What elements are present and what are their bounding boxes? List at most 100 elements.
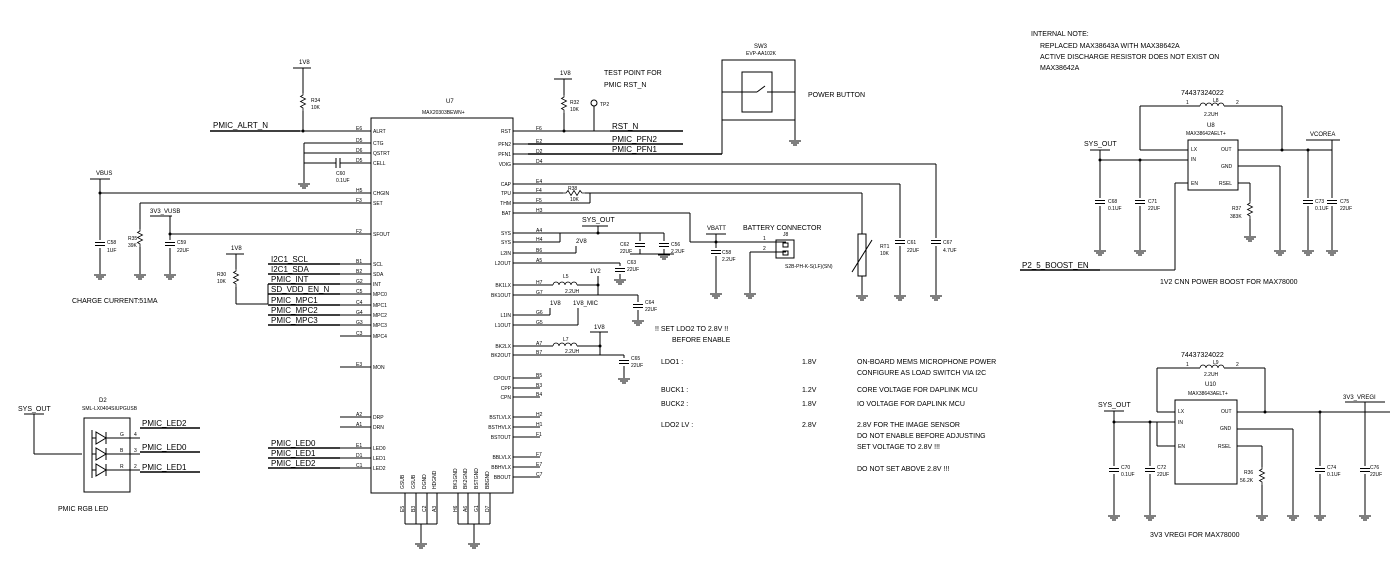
svg-text:2: 2 xyxy=(763,246,766,252)
sw3-part: EVP-AA102K xyxy=(746,51,777,57)
rail-description: 2.8V FOR THE IMAGE SENSOR xyxy=(857,422,960,429)
rail-description: SET VOLTAGE TO 2.8V !!! xyxy=(857,444,940,451)
pmic-pin-name: L2OUT xyxy=(495,261,511,267)
pmic-pin-number: E1 xyxy=(356,443,362,449)
r34-ref: R34 xyxy=(311,98,320,104)
rt1-ref: RT1 xyxy=(880,244,890,250)
rail-name: BUCK2 : xyxy=(661,401,688,408)
c61-value: 22UF xyxy=(907,248,919,254)
l7-value: 2.2UH xyxy=(565,349,580,355)
c58b-ref: C58 xyxy=(722,250,731,256)
pmic-pin-number: G1 xyxy=(474,505,480,512)
c68-ref: C68 xyxy=(1108,199,1117,205)
pmic-pin-name: BK1OUT xyxy=(491,293,511,299)
pmic-pin-name: MPC1 xyxy=(373,303,387,309)
pmic-pin-name: DRN xyxy=(373,425,384,431)
pmic-pin-name: LED0 xyxy=(373,446,386,452)
net-vbus: VBUS xyxy=(96,171,112,177)
svg-text:R: R xyxy=(120,464,124,470)
pmic-pin-number: H7 xyxy=(536,280,543,286)
pmic-pin-number: B5 xyxy=(536,373,542,379)
u8-pin-en: EN xyxy=(1191,181,1198,187)
pmic-pin-name: BAT xyxy=(502,211,511,217)
pmic-pin-name: QSTRT xyxy=(373,151,390,157)
u8-pin-out: OUT xyxy=(1221,147,1232,153)
pmic-pin-name: CAP xyxy=(501,182,512,188)
net-sys-out-pmic: SYS_OUT xyxy=(582,217,615,224)
pmic-pin-name: PFN1 xyxy=(498,152,511,158)
svg-text:4: 4 xyxy=(134,432,137,438)
pmic-pin-number: E6 xyxy=(356,126,362,132)
r34-value: 10K xyxy=(311,105,321,111)
svg-text:G: G xyxy=(120,432,124,438)
net-pmic-led1-right: PMIC_LED1 xyxy=(142,463,187,472)
pmic-pin-number: A5 xyxy=(536,258,542,264)
net-sys-out-led: SYS_OUT xyxy=(18,406,51,413)
pmic-pin-number: C5 xyxy=(356,289,363,295)
pmic-pin-name: INT xyxy=(373,282,381,288)
rail-voltage: 1.8V xyxy=(802,359,817,366)
pmic-pin-number: F1 xyxy=(536,432,542,438)
r35-ref: R35 xyxy=(128,236,137,242)
pmic-pin-name: SYS xyxy=(501,231,512,237)
pmic-pin-name: BBHVLX xyxy=(491,465,511,471)
r35-value: 39K xyxy=(128,243,138,249)
net-sys-out-u8: SYS_OUT xyxy=(1084,141,1117,148)
c65-ref: C65 xyxy=(631,356,640,362)
pmic-pin-name: SYS xyxy=(501,240,512,246)
battery-connector-label: BATTERY CONNECTOR xyxy=(743,225,821,232)
net-1v8-l1in: 1V8 xyxy=(550,301,561,307)
net-1v8-r34: 1V8 xyxy=(299,60,310,66)
pmic-pin-number: B1 xyxy=(356,259,362,265)
pmic-pin-number: A6 xyxy=(463,506,469,512)
j8-part: S2B-PH-K-S(LF)(SN) xyxy=(785,264,833,270)
c59-ref: C59 xyxy=(177,240,186,246)
pmic-pin-number: F3 xyxy=(356,198,362,204)
rail-voltage: 1.2V xyxy=(802,387,817,394)
c64-ref: C64 xyxy=(645,300,654,306)
pmic-pin-number: G3 xyxy=(356,320,363,326)
pmic-pin-number: A1 xyxy=(356,422,362,428)
pmic-pin-number: G6 xyxy=(536,310,543,316)
pmic-pin-name: MON xyxy=(373,365,385,371)
pmic-pin-number: H6 xyxy=(453,505,459,512)
u8-pin-lx: LX xyxy=(1191,147,1198,153)
pmic-pin-number: A3 xyxy=(432,506,438,512)
net-pmic-pfn1: PMIC_PFN1 xyxy=(612,145,657,154)
pmic-pin-name: TPU xyxy=(501,191,511,197)
pmic-pin-name: BSTOUT xyxy=(491,435,511,441)
c62-value: 22UF xyxy=(620,249,632,255)
net-1v8-buck2: 1V8 xyxy=(594,325,605,331)
pmic-pin-name: CPN xyxy=(500,395,511,401)
pmic-pin-number: H1 xyxy=(536,422,543,428)
u10-pin-lx: LX xyxy=(1178,409,1185,415)
u10-ref: U10 xyxy=(1205,382,1217,388)
c63-ref: C63 xyxy=(627,260,636,266)
net-i2c1-scl: I2C1_SCL xyxy=(271,255,308,264)
d2-part: SML-LX0404SIUPGUSB xyxy=(82,406,138,412)
c58-value: 1UF xyxy=(107,248,116,254)
rail-voltage: 1.8V xyxy=(802,401,817,408)
c74-value: 0.1UF xyxy=(1327,472,1341,478)
pmic-pin-number: B7 xyxy=(536,350,542,356)
rail-voltage: 2.8V xyxy=(802,422,817,429)
net-p2-5-boost-en: P2_5_BOOST_EN xyxy=(1022,261,1089,270)
net-pmic-led0-right: PMIC_LED0 xyxy=(142,443,187,452)
c76-ref: C76 xyxy=(1370,465,1379,471)
pmic-pin-number: B3 xyxy=(411,506,417,512)
pmic-pin-name: VDIG xyxy=(499,162,511,168)
pmic-pin-name: BBOUT xyxy=(494,475,511,481)
u10-pin-en: EN xyxy=(1178,444,1185,450)
test-point-line2: PMIC RST_N xyxy=(604,82,646,89)
